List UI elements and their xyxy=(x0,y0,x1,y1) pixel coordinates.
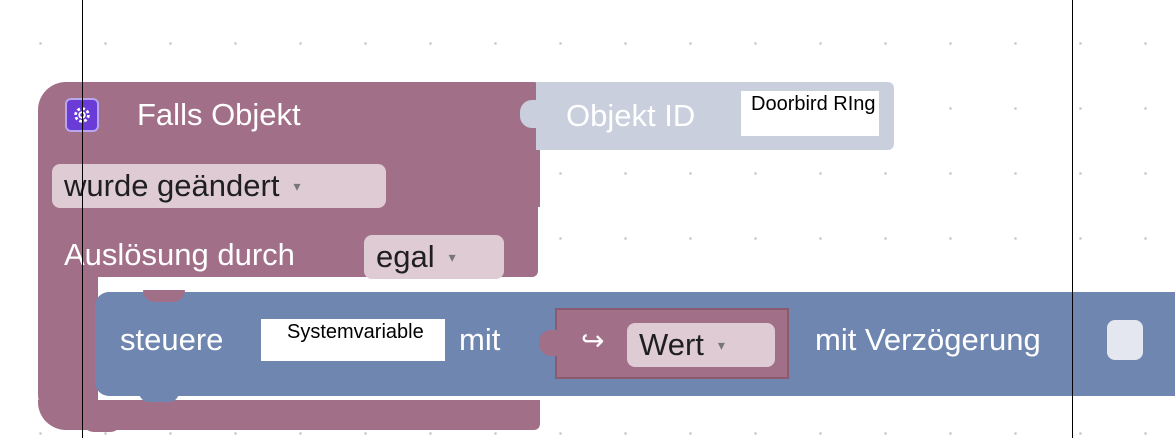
object-id-block[interactable]: Objekt ID Doorbird RIng xyxy=(520,82,894,150)
chevron-down-icon: ▾ xyxy=(293,177,301,194)
block-connector-notch xyxy=(82,420,122,432)
block-connector-notch xyxy=(143,290,185,302)
value-block[interactable]: ↪ Wert ▾ xyxy=(539,308,789,379)
value-dropdown-value: Wert xyxy=(639,327,704,362)
trigger-block-footer[interactable] xyxy=(38,400,540,430)
return-arrow-icon: ↪ xyxy=(581,325,605,356)
block-connector-notch-bottom xyxy=(139,392,179,402)
object-id-label: Objekt ID xyxy=(566,98,696,133)
guide-line-left xyxy=(82,0,83,438)
block-connector-tab xyxy=(520,100,542,128)
change-type-dropdown[interactable]: wurde geändert ▾ xyxy=(52,164,386,208)
block-connector-tab xyxy=(539,330,559,356)
guide-line-right xyxy=(1072,0,1073,438)
trigger-source-label: Auslösung durch xyxy=(64,237,295,272)
trigger-source-dropdown[interactable]: egal ▾ xyxy=(364,235,504,279)
delay-checkbox[interactable] xyxy=(1107,320,1143,360)
chevron-down-icon: ▾ xyxy=(448,248,456,265)
trigger-block[interactable]: Falls Objekt wurde geändert ▾ Auslösung … xyxy=(38,82,540,432)
object-id-value: Doorbird RIng xyxy=(751,93,876,115)
with-label: mit xyxy=(459,322,501,357)
trigger-source-value: egal xyxy=(376,239,435,274)
trigger-title: Falls Objekt xyxy=(137,97,301,132)
control-block[interactable]: steuere Systemvariable mit ↪ Wert ▾ mit … xyxy=(95,290,1175,402)
object-id-field[interactable]: Doorbird RIng xyxy=(741,91,879,136)
change-type-value: wurde geändert xyxy=(64,168,280,203)
value-dropdown[interactable]: Wert ▾ xyxy=(627,323,775,367)
control-label: steuere xyxy=(120,322,224,357)
chevron-down-icon: ▾ xyxy=(717,336,725,353)
trigger-block-spine[interactable] xyxy=(38,272,98,422)
variable-field[interactable]: Systemvariable xyxy=(261,319,445,361)
variable-value: Systemvariable xyxy=(287,321,424,343)
delay-label: mit Verzögerung xyxy=(815,322,1041,357)
